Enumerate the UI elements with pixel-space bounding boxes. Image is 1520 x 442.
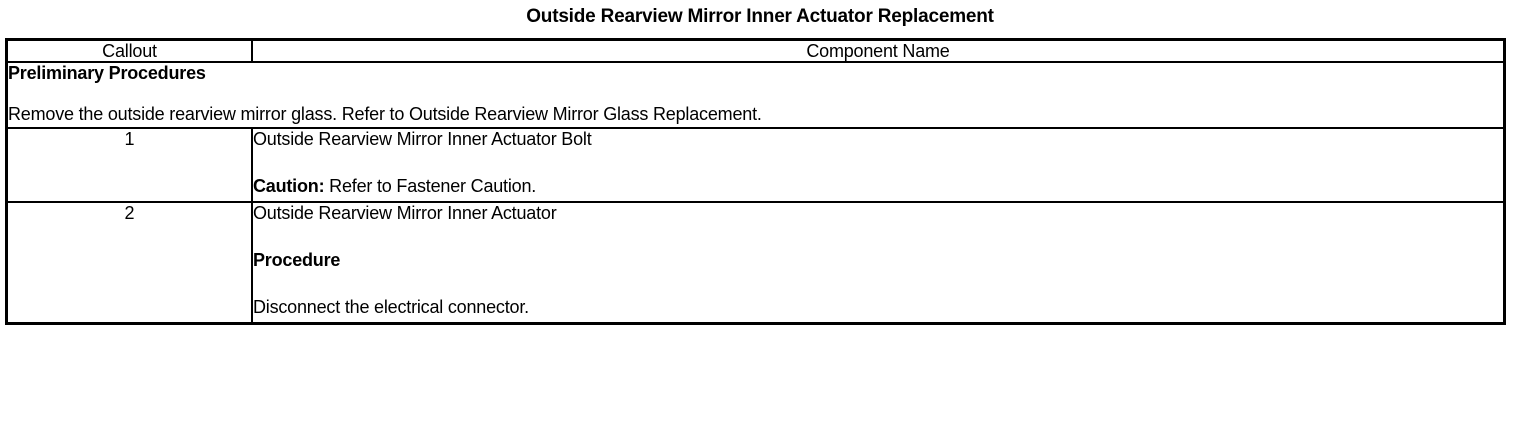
procedure-step-2: Disconnect the electrical connector. bbox=[252, 297, 529, 317]
page-title: Outside Rearview Mirror Inner Actuator R… bbox=[526, 6, 994, 27]
spec-table-container: Callout Component Name Preliminary Proce… bbox=[5, 38, 1506, 325]
preliminary-procedures-heading: Preliminary Procedures bbox=[8, 63, 206, 83]
column-header-callout: Callout bbox=[5, 38, 253, 63]
table-header-row: Callout Component Name bbox=[5, 38, 1506, 63]
callout-number-2: 2 bbox=[5, 201, 253, 325]
preliminary-procedures-row: Preliminary Procedures Remove the outsid… bbox=[5, 61, 1506, 129]
caution-label-1: Caution: bbox=[252, 176, 325, 196]
caution-text-1: Refer to Fastener Caution. bbox=[324, 176, 537, 196]
table-row: 1 Outside Rearview Mirror Inner Actuator… bbox=[5, 127, 1506, 203]
component-name-2: Outside Rearview Mirror Inner Actuator bbox=[252, 203, 557, 223]
caution-note-1: Caution: Refer to Fastener Caution. bbox=[253, 176, 1503, 197]
column-header-component-name: Component Name bbox=[250, 38, 1506, 63]
preliminary-procedures-cell: Preliminary Procedures Remove the outsid… bbox=[5, 61, 1506, 129]
preliminary-procedures-text: Remove the outside rearview mirror glass… bbox=[8, 104, 762, 124]
component-description-1: Outside Rearview Mirror Inner Actuator B… bbox=[250, 127, 1506, 203]
callout-number-1: 1 bbox=[5, 127, 253, 203]
component-description-2: Outside Rearview Mirror Inner Actuator P… bbox=[250, 201, 1506, 325]
component-spec-table: Callout Component Name Preliminary Proce… bbox=[5, 38, 1506, 325]
procedure-label-2: Procedure bbox=[252, 250, 341, 270]
table-row: 2 Outside Rearview Mirror Inner Actuator… bbox=[5, 201, 1506, 325]
component-name-1: Outside Rearview Mirror Inner Actuator B… bbox=[252, 129, 592, 149]
